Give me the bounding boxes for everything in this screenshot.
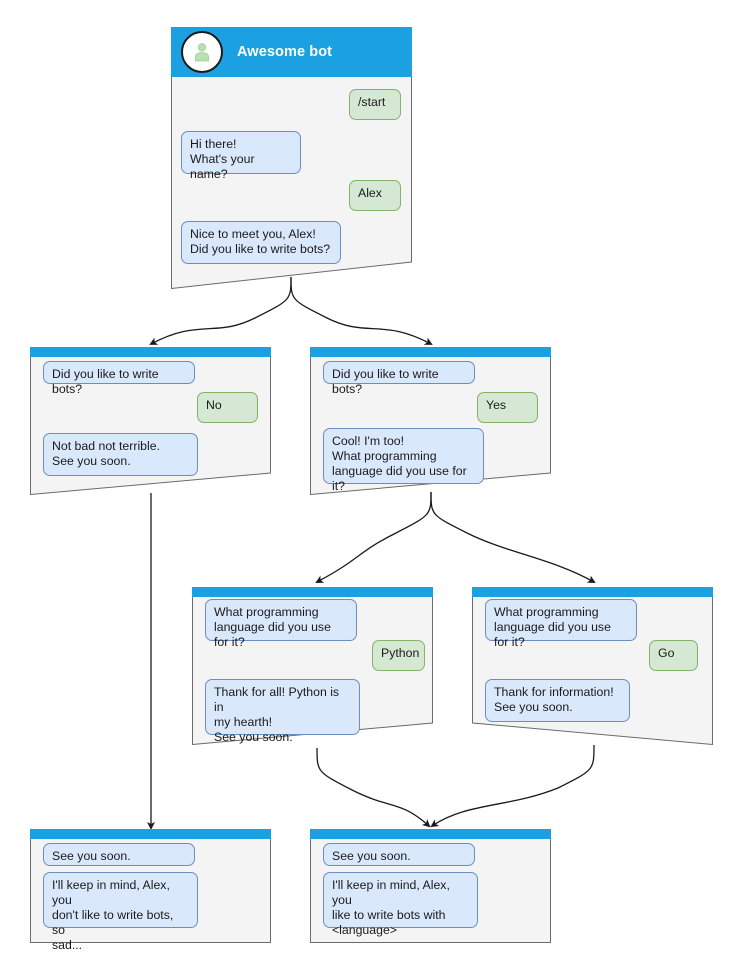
message-bubble-user: Yes	[477, 392, 538, 423]
card-end-negative[interactable]: See you soon. I'll keep in mind, Alex, y…	[30, 829, 271, 952]
card-root[interactable]: Awesome bot /start /start Hi there! What…	[171, 27, 412, 289]
message-bubble-bot: Thank for all! Python is in my hearth! S…	[205, 679, 360, 744]
card-yes-branch[interactable]: Did you like to write bots? Yes Cool! I'…	[310, 347, 551, 495]
connector-yes-to-go	[430, 491, 596, 583]
message-bubble-bot: I'll keep in mind, Alex, you like to wri…	[323, 872, 478, 937]
message-bubble-bot: See you soon.	[43, 843, 195, 866]
message-bubble-bot: I'll keep in mind, Alex, you don't like …	[43, 872, 198, 952]
card-python-branch[interactable]: What programming language did you use fo…	[192, 587, 433, 745]
connector-go-to-end	[430, 744, 595, 828]
user-avatar-icon	[181, 31, 223, 73]
message-bubble-bot: Cool! I'm too! What programming language…	[323, 428, 484, 493]
chat-header: Awesome bot	[171, 27, 412, 77]
message-bubble-bot: Hi there! What's your name?	[181, 131, 301, 181]
message-bubble-bot: Nice to meet you, Alex! Did you like to …	[181, 221, 341, 264]
message-bubble-bot: Did you like to write bots?	[323, 361, 475, 396]
chat-title: Awesome bot	[237, 44, 333, 60]
connector-python-to-end	[316, 747, 431, 828]
message-bubble-user: /start	[349, 89, 401, 120]
message-bubble-bot: Did you like to write bots?	[43, 361, 195, 396]
card-no-branch[interactable]: Did you like to write bots? No Not bad n…	[30, 347, 271, 495]
message-bubble-bot: See you soon.	[323, 843, 475, 866]
message-bubble-user: No	[197, 392, 258, 423]
card-end-positive[interactable]: See you soon. I'll keep in mind, Alex, y…	[310, 829, 551, 943]
card-go-branch[interactable]: What programming language did you use fo…	[472, 587, 713, 745]
message-bubble-user: Go	[649, 640, 698, 671]
message-bubble-user: Alex	[349, 180, 401, 211]
message-bubble-bot: What programming language did you use fo…	[205, 599, 357, 649]
message-bubble-bot: Not bad not terrible. See you soon.	[43, 433, 198, 476]
message-bubble-bot: Thank for information! See you soon.	[485, 679, 630, 722]
connector-yes-to-python	[315, 491, 432, 583]
message-bubble-user: Python	[372, 640, 425, 671]
message-bubble-bot: What programming language did you use fo…	[485, 599, 637, 649]
